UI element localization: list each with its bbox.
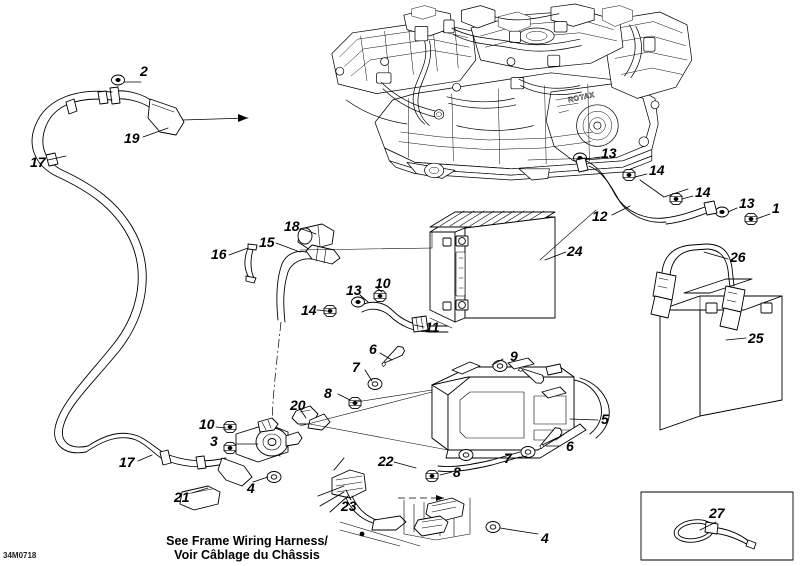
hex-nut-8b (425, 470, 439, 482)
leader-lines (47, 81, 771, 535)
callout-25: 25 (748, 330, 764, 346)
callout-4-a: 4 (247, 480, 255, 496)
engine-pointer-arrow (181, 114, 249, 122)
note-line-fr: Voir Câblage du Châssis (174, 548, 320, 563)
callout-18: 18 (284, 218, 300, 234)
callout-1: 1 (772, 200, 780, 216)
callout-6-a: 6 (369, 341, 377, 357)
diagram-code: 34M0718 (3, 551, 37, 560)
cable-15-18-16 (244, 223, 341, 457)
callout-15: 15 (259, 234, 275, 250)
washer-4a (266, 471, 282, 483)
callout-20: 20 (290, 397, 306, 413)
ring-terminal-13b (715, 206, 729, 218)
callout-10-b: 10 (199, 416, 215, 432)
callout-5: 5 (601, 411, 609, 427)
callout-23: 23 (341, 498, 357, 514)
callout-13-b: 13 (739, 195, 755, 211)
battery-tray-5 (431, 357, 610, 472)
callout-4-b: 4 (541, 530, 549, 546)
callout-7-a: 7 (352, 359, 360, 375)
hex-nut-10a (373, 290, 387, 302)
callout-8-a: 8 (324, 385, 332, 401)
positive-battery-cable-17 (31, 74, 253, 511)
frame-wiring-harness-connectors (266, 471, 501, 547)
callout-3: 3 (210, 433, 218, 449)
callout-12: 12 (592, 208, 608, 224)
callout-26: 26 (730, 249, 746, 265)
washer-7a (367, 378, 383, 390)
callout-14-b: 14 (695, 184, 711, 200)
washer-9 (492, 360, 508, 372)
washer-4b (485, 521, 501, 533)
hex-nut-14a (622, 169, 636, 181)
battery-24 (429, 210, 556, 323)
callout-17-a: 17 (30, 154, 46, 170)
callout-7-b: 7 (504, 450, 512, 466)
callout-16: 16 (211, 246, 227, 262)
note-line-en: See Frame Wiring Harness/ (166, 534, 328, 548)
cable-tie-27 (673, 519, 757, 550)
callout-8-b: 8 (453, 464, 461, 480)
starter-solenoid-3 (223, 405, 331, 463)
callout-10-a: 10 (375, 275, 391, 291)
ring-terminal-2 (111, 74, 125, 86)
callout-9: 9 (510, 348, 518, 364)
ground-strap-11 (323, 290, 449, 333)
hex-nut-1 (744, 213, 758, 225)
callout-24: 24 (567, 243, 583, 259)
engine-assembly (331, 3, 693, 181)
ground-cable-12 (573, 152, 758, 225)
ring-terminal-13c (351, 296, 365, 308)
hex-nut-10c (223, 442, 237, 454)
callout-13-a: 13 (601, 145, 617, 161)
callout-27: 27 (709, 505, 725, 521)
callout-17-b: 17 (119, 454, 135, 470)
hex-nut-10b (223, 421, 237, 433)
callout-14-c: 14 (301, 302, 317, 318)
callout-11: 11 (425, 319, 440, 335)
cable-tie-inset-box (640, 491, 794, 561)
washer-7b (520, 446, 536, 458)
callout-22: 22 (378, 453, 394, 469)
frame-wiring-harness-note: See Frame Wiring Harness/ Voir Câblage d… (128, 534, 366, 563)
starter-relay-22-23 (317, 457, 407, 531)
callout-19: 19 (124, 130, 140, 146)
callout-14-a: 14 (649, 162, 665, 178)
battery-strap-26 (650, 243, 746, 331)
callout-6-b: 6 (566, 438, 574, 454)
callout-2: 2 (140, 63, 148, 79)
battery-cover-25 (659, 278, 783, 431)
callout-21: 21 (174, 489, 190, 505)
bolt-6a (377, 344, 408, 368)
callout-13-c: 13 (346, 282, 362, 298)
hex-nut-14b (669, 193, 683, 205)
washer-8b-pair (458, 449, 474, 461)
